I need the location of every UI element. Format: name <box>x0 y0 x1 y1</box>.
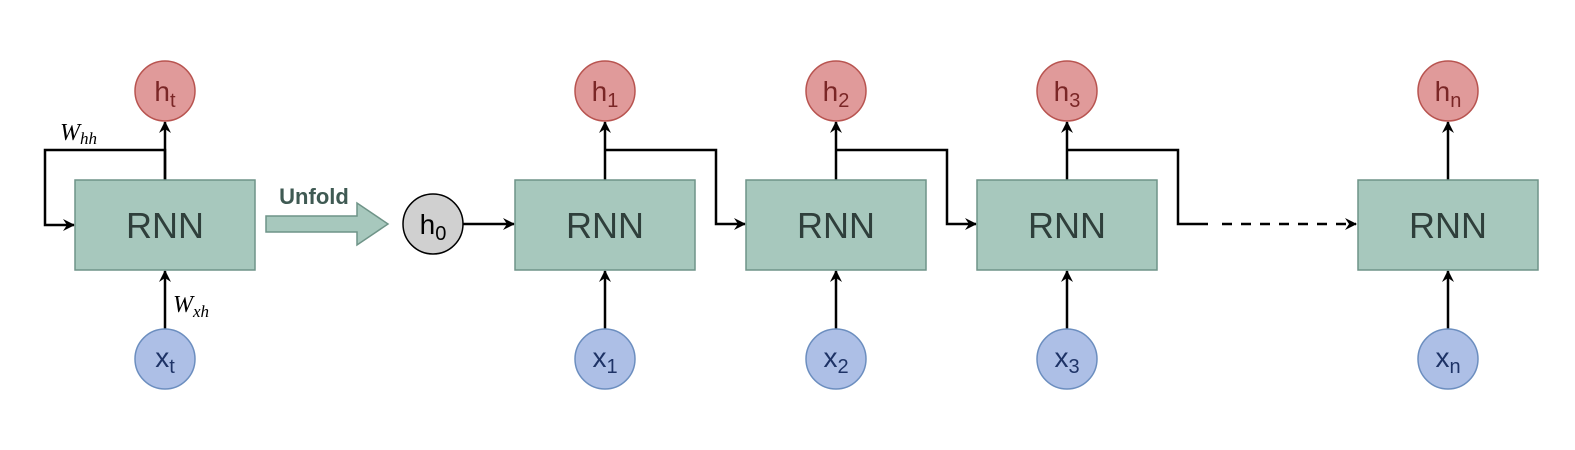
svg-text:h1: h1 <box>592 76 619 112</box>
svg-text:h0: h0 <box>420 209 447 245</box>
svg-text:ht: ht <box>154 76 176 112</box>
initial-state-sub: 0 <box>435 223 446 245</box>
unrolled-step-3: RNN h3 x3 <box>976 60 1208 390</box>
unrolled-step-2: RNN h2 x2 <box>745 60 977 390</box>
step-n-hidden-base: h <box>1435 76 1451 107</box>
step-1-recurrent-edge <box>605 148 746 230</box>
initial-state-base: h <box>420 209 436 240</box>
step-1-input-node <box>574 328 636 390</box>
folded-rnn-label: RNN <box>126 205 204 246</box>
step-3-hidden-sub: 3 <box>1069 90 1080 112</box>
unrolled-step-1: RNN h1 x1 <box>514 60 746 390</box>
svg-text:x1: x1 <box>592 342 617 378</box>
step-n-hidden-node <box>1417 60 1479 122</box>
step-2-rnn-label: RNN <box>797 205 875 246</box>
step-2-hidden-node <box>805 60 867 122</box>
initial-state: h0 <box>402 193 515 255</box>
svg-text:x2: x2 <box>823 342 848 378</box>
folded-input-base: x <box>155 342 169 373</box>
folded-input-node <box>134 328 196 390</box>
svg-text:Wxh: Wxh <box>173 292 209 321</box>
step-1-input-base: x <box>592 342 606 373</box>
step-n-rnn-box <box>1357 179 1539 271</box>
unfold-arrow <box>265 201 390 247</box>
svg-text:hn: hn <box>1435 76 1462 112</box>
step-2-input-base: x <box>823 342 837 373</box>
folded-hidden-sub: t <box>170 90 176 112</box>
step-3-input-base: x <box>1054 342 1068 373</box>
step-2-input-node <box>805 328 867 390</box>
input-weight-sub: xh <box>192 302 209 321</box>
step-n-input-sub: n <box>1449 356 1460 378</box>
step-1-input-sub: 1 <box>606 356 617 378</box>
step-3-input-sub: 3 <box>1068 356 1079 378</box>
step-1-hidden-sub: 1 <box>607 90 618 112</box>
step-2-hidden-base: h <box>823 76 839 107</box>
step-3-rnn-label: RNN <box>1028 205 1106 246</box>
folded-rnn-box <box>74 179 256 271</box>
folded-input-sub: t <box>169 356 175 378</box>
step-2-input-sub: 2 <box>837 356 848 378</box>
step-3-hidden-base: h <box>1054 76 1070 107</box>
svg-text:xn: xn <box>1435 342 1460 378</box>
step-3-rnn-box <box>976 179 1158 271</box>
folded-hidden-base: h <box>154 76 170 107</box>
step-2-hidden-sub: 2 <box>838 90 849 112</box>
step-n-input-base: x <box>1435 342 1449 373</box>
step-2-rnn-box <box>745 179 927 271</box>
step-1-hidden-base: h <box>592 76 608 107</box>
step-n-rnn-label: RNN <box>1409 205 1487 246</box>
recurrent-weight-base: W <box>60 120 82 146</box>
recurrent-weight-sub: hh <box>80 129 97 148</box>
svg-text:Whh: Whh <box>60 120 97 148</box>
svg-text:xt: xt <box>155 342 175 378</box>
step-n-input-node <box>1417 328 1479 390</box>
folded-rnn: RNN ht xt Whh Wxh <box>43 60 256 390</box>
step-1-hidden-node <box>574 60 636 122</box>
unrolled-step-n: RNN hn xn <box>1357 60 1539 390</box>
step-3-input-node <box>1036 328 1098 390</box>
step-n-hidden-sub: n <box>1450 90 1461 112</box>
input-weight-base: W <box>173 292 195 318</box>
unfold-transition: Unfold <box>265 184 390 247</box>
step-2-recurrent-edge <box>836 148 977 230</box>
svg-text:h2: h2 <box>823 76 850 112</box>
step-1-rnn-box <box>514 179 696 271</box>
svg-text:x3: x3 <box>1054 342 1079 378</box>
unfold-label: Unfold <box>279 184 349 209</box>
folded-hidden-node <box>134 60 196 122</box>
step-3-recurrent-edge <box>1067 148 1208 226</box>
step-3-hidden-node <box>1036 60 1098 122</box>
svg-text:h3: h3 <box>1054 76 1081 112</box>
step-1-rnn-label: RNN <box>566 205 644 246</box>
